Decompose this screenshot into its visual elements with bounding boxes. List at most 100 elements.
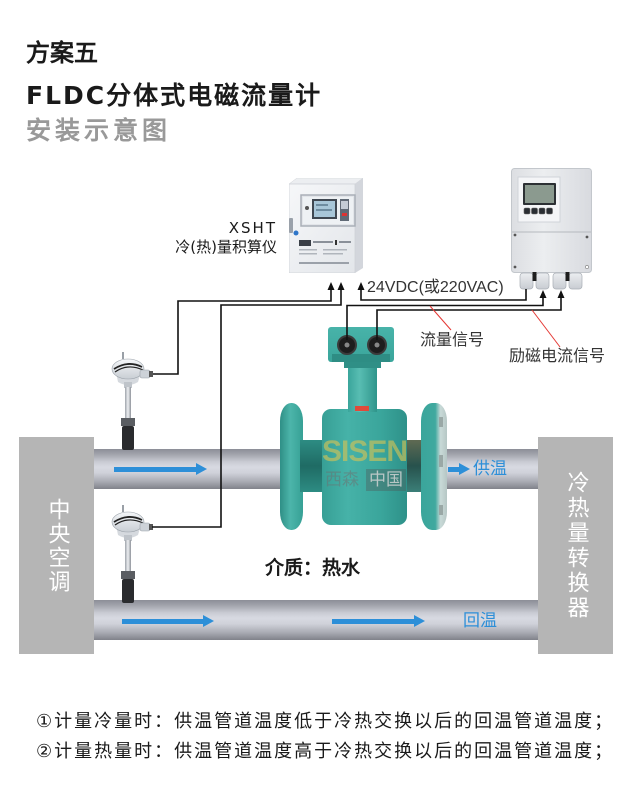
product-title: FLDC分体式电磁流量计 xyxy=(26,81,323,110)
sensor-neck xyxy=(124,382,132,388)
right-liner xyxy=(404,440,426,492)
nameplate-text xyxy=(323,249,347,251)
supply-outlet-arrow-icon xyxy=(448,463,470,475)
bolt-hole xyxy=(439,417,443,427)
cabinet-knob xyxy=(305,206,309,210)
return-flow-arrow-icon xyxy=(122,615,214,627)
flowmeter-neck xyxy=(348,364,377,412)
nameplate-slash xyxy=(335,240,337,245)
integrator-cabinet-icon xyxy=(289,178,363,273)
cabinet-module xyxy=(340,199,349,221)
bolt-hole xyxy=(439,455,443,467)
supply-flow-arrow-icon xyxy=(114,463,207,475)
cable-gland-power xyxy=(519,272,534,290)
gland-connector xyxy=(565,272,570,281)
sensor-cable-cap xyxy=(149,371,153,377)
nameplate-label xyxy=(355,406,369,411)
screw xyxy=(585,235,589,239)
lcd-line xyxy=(316,204,328,206)
converter-key xyxy=(538,207,546,215)
arrow-up-icon xyxy=(539,290,547,298)
screw xyxy=(585,265,589,269)
converter-key xyxy=(523,207,531,215)
flow-signal-label: 流量信号 xyxy=(420,330,485,349)
bolt-hole xyxy=(439,505,443,515)
sensor-cable-cap xyxy=(149,524,153,530)
medium-label: 介质：热水 xyxy=(265,557,361,579)
note-cooling: ①计量冷量时：供温管道温度低于冷热交换以后的回温管道温度； xyxy=(36,711,615,732)
module-indicator xyxy=(342,213,347,216)
neck-collar xyxy=(344,360,381,368)
nameplate-text xyxy=(299,253,317,255)
sensor-tip xyxy=(122,505,124,512)
module-display xyxy=(341,201,348,209)
integrator-name: 冷(热)量积算仪 xyxy=(175,238,277,256)
converter-lcd xyxy=(525,185,554,203)
temperature-sensor-icon xyxy=(111,505,153,603)
lcd-line xyxy=(316,209,332,211)
watermark-cn: 西森 xyxy=(325,470,359,490)
sensor-band xyxy=(114,366,144,373)
cable-gland-signal-1 xyxy=(535,272,550,290)
cable-gland-signal-2 xyxy=(552,272,567,290)
cabinet-lock-dot xyxy=(293,230,299,236)
diagram-subtitle: 安装示意图 xyxy=(26,116,172,145)
notes: ①计量冷量时：供温管道温度低于冷热交换以后的回温管道温度； ②计量热量时：供温管… xyxy=(36,707,614,767)
integrator-caption: XSHT 冷(热)量积算仪 xyxy=(175,219,277,257)
power-label: 24VDC(或220VAC) xyxy=(367,279,504,296)
sensor-stem xyxy=(125,540,131,573)
central-ac-unit: 中央空调 xyxy=(19,437,94,654)
nameplate-text xyxy=(313,241,333,243)
sensor-nut xyxy=(121,418,135,426)
nameplate-text xyxy=(323,253,343,255)
converter-key xyxy=(546,207,553,215)
sensor-neck xyxy=(124,535,132,541)
right-flange xyxy=(421,403,447,530)
scheme-title: 方案五 xyxy=(26,39,98,67)
sensor-fitting xyxy=(122,579,134,603)
nameplate-logo xyxy=(299,240,311,246)
cable-gland-spare xyxy=(568,272,583,290)
sensor-fitting xyxy=(122,426,134,450)
gland-connector xyxy=(532,272,537,281)
electromagnetic-flowmeter-icon xyxy=(280,327,447,530)
left-liner xyxy=(300,440,324,492)
heat-exchanger-unit: 冷热量转换器 xyxy=(538,437,613,654)
supply-temp-label: 供温 xyxy=(473,459,507,479)
cabinet-top xyxy=(289,178,363,185)
excitation-callout-line xyxy=(531,309,561,348)
sensor-cable-gland xyxy=(139,369,151,379)
arrow-up-icon xyxy=(327,282,335,290)
screw xyxy=(513,233,517,237)
return-flow-arrow-2-icon xyxy=(332,615,425,627)
note-heating: ②计量热量时：供温管道温度高于冷热交换以后的回温管道温度； xyxy=(36,741,615,762)
junction-box-base xyxy=(332,354,390,362)
temperature-sensor-icon xyxy=(111,352,153,450)
sensor-band xyxy=(114,519,144,526)
heat-exchanger-label: 冷热量转换器 xyxy=(563,470,589,621)
left-flange xyxy=(280,403,303,530)
cabinet-latch xyxy=(289,218,293,233)
excitation-signal-label: 励磁电流信号 xyxy=(509,346,606,365)
arrow-up-icon xyxy=(337,282,345,290)
sensor-stem xyxy=(125,387,131,420)
watermark-brand: SISEN xyxy=(322,435,408,468)
nameplate-company xyxy=(299,262,349,264)
nameplate-text xyxy=(339,241,351,243)
watermark-region: 中国 xyxy=(366,469,406,491)
central-ac-label: 中央空调 xyxy=(44,497,70,594)
flowmeter-body xyxy=(322,409,407,525)
arrow-up-icon xyxy=(357,282,365,290)
sensor-nut xyxy=(121,571,135,579)
sensor-tip xyxy=(122,352,124,359)
gland-center xyxy=(374,342,380,348)
arrow-up-icon xyxy=(557,290,565,298)
integrator-model: XSHT xyxy=(228,219,277,237)
sensor-cable-gland xyxy=(139,522,151,532)
nameplate-text xyxy=(299,249,317,251)
cabinet-side xyxy=(355,178,363,273)
gland-center xyxy=(344,342,350,348)
sensor-band xyxy=(113,363,143,370)
flow-converter-icon xyxy=(511,168,592,290)
